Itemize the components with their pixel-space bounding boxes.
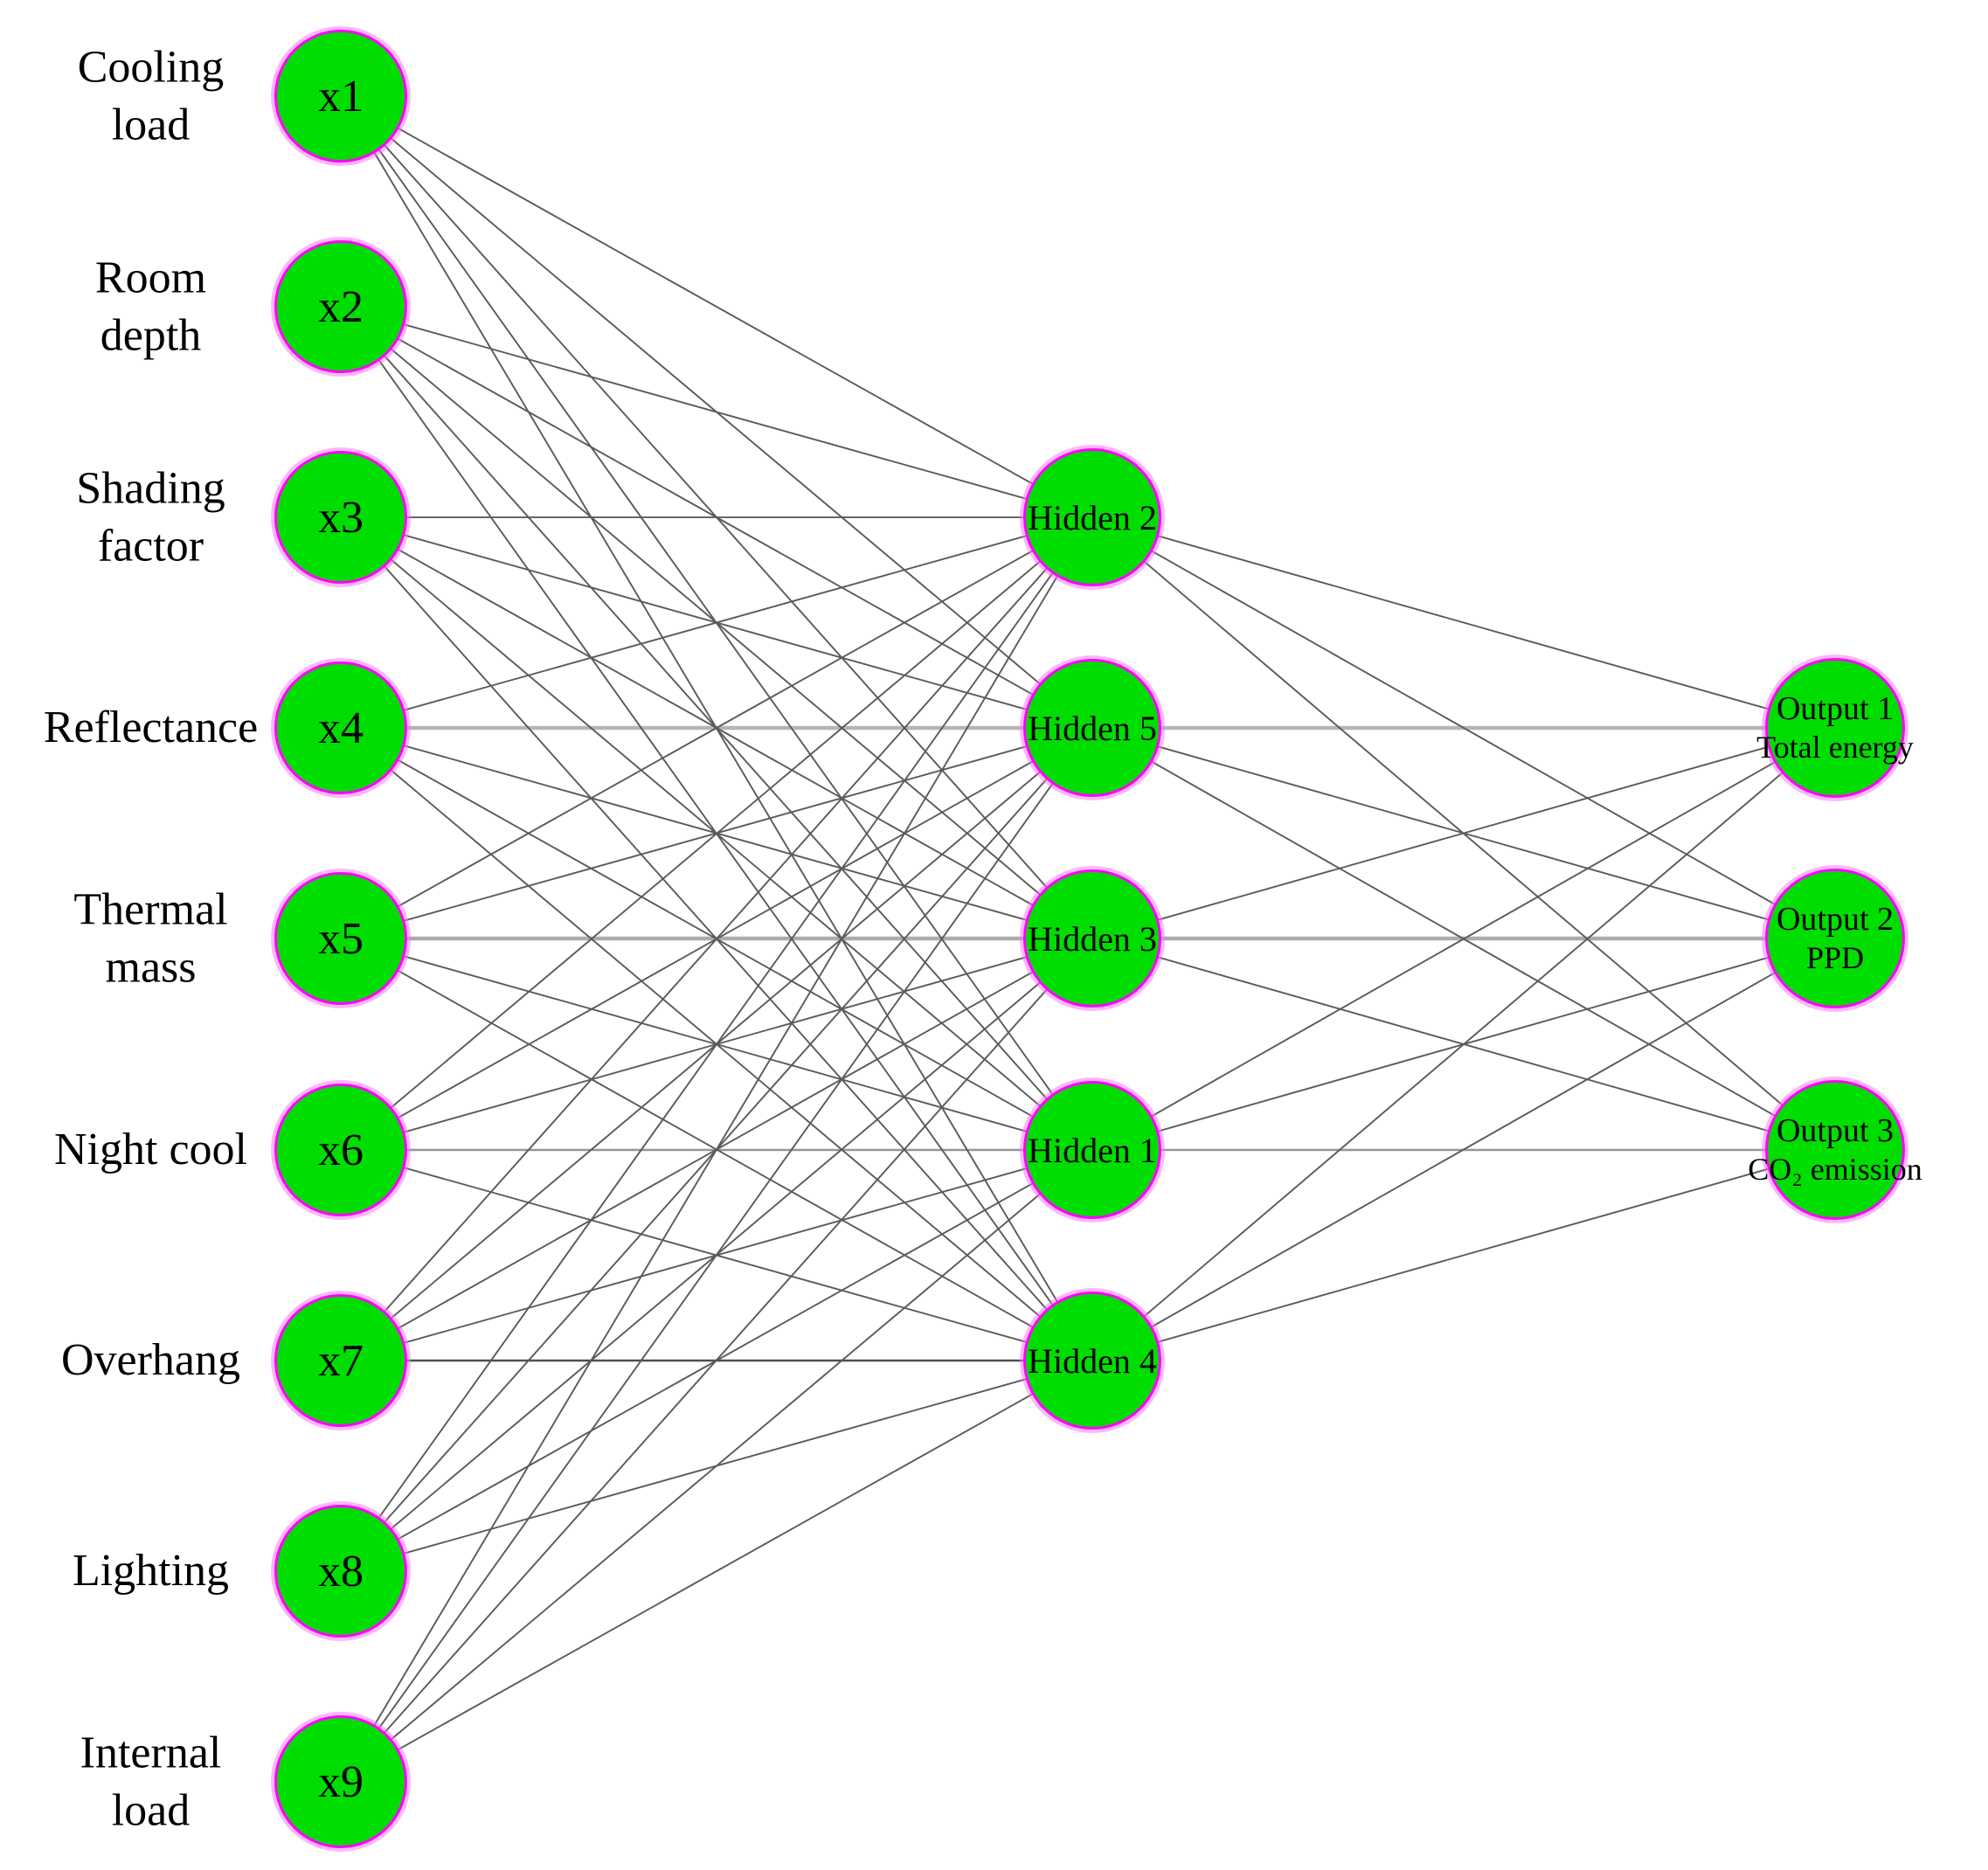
- edge-h3-o3: [1091, 938, 1836, 1151]
- hidden-node-3: Hidden 3: [1023, 869, 1161, 1008]
- input-node-x5: x5: [274, 872, 407, 1005]
- input-node-x4-label: x4: [318, 703, 364, 753]
- hidden-node-1-label: Hidden 1: [1028, 1130, 1157, 1170]
- hidden-node-3-label: Hidden 3: [1028, 918, 1157, 959]
- input-node-x5-label: x5: [318, 913, 364, 964]
- input-caption-cooling-load: Cooling load: [77, 42, 225, 149]
- hidden-node-1: Hidden 1: [1023, 1081, 1161, 1219]
- hidden-node-2-label: Hidden 2: [1028, 497, 1157, 537]
- input-caption-room-depth: Room depth: [94, 253, 207, 360]
- edge-x8-h4: [340, 1360, 1093, 1572]
- edge-h2-o3: [1091, 516, 1836, 1151]
- output-node-2-label: Output 2: [1776, 901, 1894, 938]
- output-node-3-sublabel: CO₂ emission: [1748, 1152, 1922, 1188]
- edge-h4-o3: [1091, 1149, 1836, 1361]
- input-node-x6: x6: [274, 1084, 407, 1216]
- hidden-node-4: Hidden 4: [1023, 1292, 1161, 1430]
- output-node-3-label: Output 3: [1776, 1112, 1894, 1150]
- hidden-node-4-label: Hidden 4: [1028, 1340, 1157, 1381]
- edge-x3-h4: [340, 516, 1093, 1361]
- edge-x4-h4: [340, 727, 1093, 1361]
- edge-x1-h3: [340, 95, 1093, 939]
- edge-x1-h5: [340, 95, 1093, 729]
- edge-x1-h2: [340, 95, 1093, 518]
- hidden-node-5: Hidden 5: [1023, 659, 1161, 797]
- output-node-2-sublabel: PPD: [1805, 940, 1865, 976]
- edge-x1-h1: [340, 95, 1093, 1151]
- input-caption-reflectance: Reflectance: [43, 703, 259, 753]
- output-node-1-label: Output 1: [1776, 690, 1894, 728]
- output-node-2-ppd: Output 2 PPD: [1765, 869, 1905, 1008]
- input-node-x7: x7: [274, 1294, 407, 1427]
- hidden-node-2: Hidden 2: [1023, 448, 1161, 586]
- input-node-x9-label: x9: [318, 1756, 364, 1807]
- edge-h4-o2: [1091, 938, 1836, 1361]
- input-caption-internal-load: Internal load: [80, 1728, 222, 1835]
- edge-x1-h4: [340, 95, 1093, 1361]
- input-caption-night-cool: Night cool: [54, 1125, 247, 1175]
- hidden-node-5-label: Hidden 5: [1028, 708, 1157, 748]
- edge-x2-h4: [340, 306, 1093, 1361]
- input-node-x1-label: x1: [318, 71, 364, 121]
- edge-x9-h4: [340, 1360, 1093, 1783]
- input-node-x3-label: x3: [318, 492, 364, 543]
- output-node-3-co2-emission: Output 3 CO₂ emission: [1748, 1080, 1922, 1220]
- output-node-1-sublabel: Total energy: [1756, 730, 1914, 765]
- input-node-x4: x4: [274, 661, 407, 794]
- input-caption-shading-factor: Shading factor: [76, 463, 225, 571]
- input-node-x8-label: x8: [318, 1546, 364, 1596]
- output-node-1-total-energy: Output 1 Total energy: [1756, 658, 1914, 798]
- input-node-x3: x3: [274, 451, 407, 584]
- input-node-x8: x8: [274, 1505, 407, 1638]
- edge-x6-h4: [340, 1149, 1093, 1361]
- input-caption-overhang: Overhang: [60, 1335, 241, 1386]
- edge-h5-o3: [1091, 727, 1836, 1151]
- edge-h2-o2: [1091, 516, 1836, 939]
- input-node-x1: x1: [274, 30, 407, 163]
- edge-h2-o1: [1091, 516, 1836, 729]
- input-caption-lighting: Lighting: [72, 1546, 230, 1596]
- input-node-x2-label: x2: [318, 281, 364, 332]
- input-node-x6-label: x6: [318, 1125, 364, 1175]
- input-node-x2: x2: [274, 240, 407, 373]
- edge-x5-h4: [340, 938, 1093, 1361]
- input-node-x9: x9: [274, 1715, 407, 1848]
- input-caption-thermal-mass: Thermal mass: [73, 884, 228, 992]
- input-node-x7-label: x7: [318, 1335, 364, 1386]
